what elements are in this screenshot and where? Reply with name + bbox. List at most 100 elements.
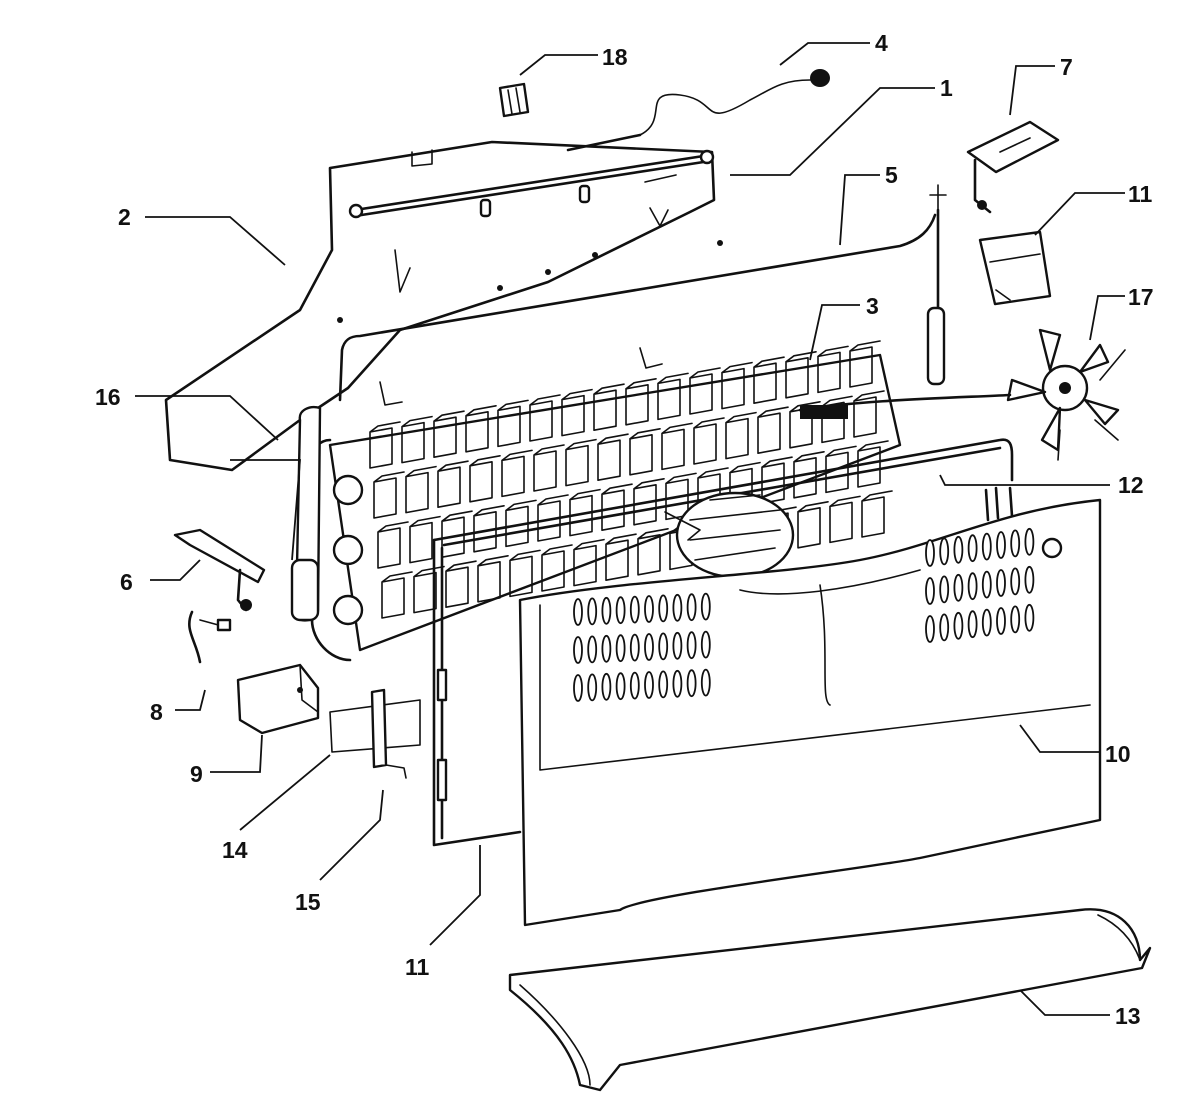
vent-slot <box>700 592 711 621</box>
callout-5: 5 <box>885 162 898 188</box>
evaporator-fin <box>369 421 401 469</box>
part-17-fan <box>1006 328 1126 461</box>
part-9-cover <box>236 663 320 735</box>
evaporator-fin <box>441 510 473 558</box>
evaporator-fin <box>465 405 497 453</box>
evaporator-fin <box>597 433 629 481</box>
callout-16: 16 <box>95 384 121 410</box>
vent-slot <box>1024 527 1035 556</box>
part-10-front-cover <box>518 498 1102 927</box>
vent-slot <box>925 577 935 605</box>
vent-slot <box>967 610 978 639</box>
evaporator-fin <box>533 444 565 492</box>
evaporator-fin <box>605 533 637 581</box>
evaporator-fin <box>405 465 437 514</box>
vent-slot <box>629 633 640 662</box>
evaporator-fin <box>629 428 661 476</box>
part-1-top-rail <box>348 149 715 219</box>
vent-slot <box>925 539 935 567</box>
vent-slot <box>953 611 964 640</box>
vent-slot <box>587 635 598 664</box>
vent-slot <box>615 672 626 701</box>
vent-slot <box>658 670 669 699</box>
part-15-rod <box>370 688 407 779</box>
evaporator-fin <box>381 571 413 619</box>
vent-slot <box>686 631 697 660</box>
evaporator-fin <box>761 456 793 504</box>
evaporator-fin <box>497 399 529 448</box>
leader-lines <box>135 42 1125 1016</box>
vent-slot <box>981 608 992 637</box>
callout-3: 3 <box>866 293 879 319</box>
callout-17: 17 <box>1128 284 1154 310</box>
evaporator-fin <box>661 422 693 471</box>
evaporator-fin <box>377 521 409 569</box>
vent-slot <box>573 636 583 664</box>
callout-2: 2 <box>118 204 131 230</box>
vent-slot <box>1024 565 1035 594</box>
vent-slot <box>672 631 683 660</box>
evaporator-fin <box>541 544 573 592</box>
vent-slot <box>629 595 640 624</box>
evaporator-fin <box>445 560 477 608</box>
vent-slot <box>953 573 964 602</box>
evaporator-fin <box>797 501 829 549</box>
vent-slot <box>996 569 1006 597</box>
vent-slot <box>658 594 669 623</box>
vent-slot <box>658 632 669 661</box>
callout-12: 12 <box>1118 472 1144 498</box>
vent-slot <box>587 673 598 702</box>
evaporator-fin <box>401 415 433 464</box>
part-2-back-plate <box>164 140 723 472</box>
callout-13: 13 <box>1115 1003 1141 1029</box>
callout-9: 9 <box>190 761 203 787</box>
vent-slot <box>686 669 697 698</box>
evaporator-fin <box>725 411 757 460</box>
callout-7: 7 <box>1060 54 1073 80</box>
evaporator-fin <box>657 372 689 421</box>
vent-slot <box>615 634 626 663</box>
vent-slot <box>967 534 978 563</box>
callout-4: 4 <box>875 30 888 56</box>
callout-18: 18 <box>602 44 628 70</box>
vent-slot <box>672 669 683 698</box>
callouts: 18 4 1 7 2 5 11 3 17 16 12 6 8 9 10 14 1… <box>95 30 1154 1029</box>
evaporator-fin <box>433 410 465 458</box>
vent-slot <box>644 671 654 699</box>
evaporator-fin <box>413 565 445 614</box>
vent-slot <box>939 613 950 642</box>
part-5-heater-tube <box>338 184 947 402</box>
vent-slot <box>700 630 711 659</box>
vent-slot <box>573 674 583 702</box>
evaporator-fin <box>625 378 657 426</box>
vent-slot <box>1024 603 1035 632</box>
callout-6: 6 <box>120 569 133 595</box>
vent-slot <box>601 672 612 701</box>
callout-8: 8 <box>150 699 163 725</box>
evaporator-fin <box>853 390 885 438</box>
evaporator-fin <box>437 460 469 508</box>
vent-slot <box>629 671 640 700</box>
callout-14: 14 <box>222 837 248 863</box>
evaporator-fin <box>785 351 817 399</box>
vent-slot <box>644 595 654 623</box>
evaporator-fin <box>821 395 853 444</box>
vent-slot <box>981 532 992 561</box>
evaporator-fin <box>565 438 597 487</box>
vent-slot <box>996 607 1006 635</box>
evaporator-fin <box>409 515 441 564</box>
evaporator-fin <box>793 451 825 499</box>
evaporator-fin <box>829 495 861 544</box>
evaporator-fin <box>693 417 725 465</box>
part-4-sensor-cable <box>566 69 830 152</box>
part-8-wire <box>188 610 232 664</box>
evaporator-fin <box>529 394 561 442</box>
evaporator-fin <box>373 471 405 519</box>
evaporator-fin <box>817 345 849 394</box>
vent-slot <box>939 537 950 566</box>
evaporator-fin <box>477 555 509 603</box>
evaporator-fin <box>861 490 893 538</box>
vent-slot <box>601 634 612 663</box>
callout-11-top: 11 <box>1128 181 1153 207</box>
